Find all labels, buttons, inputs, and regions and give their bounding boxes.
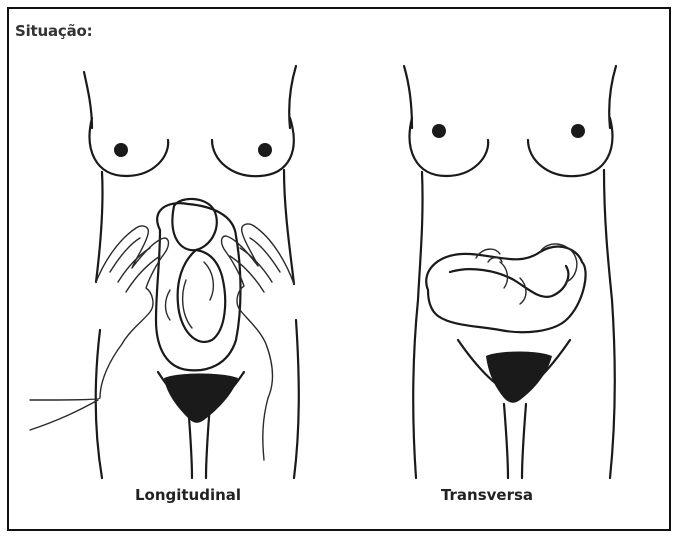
left-leg-outer — [96, 330, 102, 478]
left-leg-outer — [413, 300, 418, 478]
right-breast — [212, 118, 294, 176]
uterus-outline — [156, 203, 241, 370]
pubic-hair — [486, 352, 552, 403]
caption-transversa: Transversa — [397, 486, 577, 504]
longitudinal-illustration — [30, 66, 299, 478]
left-torso-side — [96, 172, 103, 282]
fetus-head — [172, 199, 216, 250]
fetus-body — [178, 250, 226, 342]
right-nipple — [258, 143, 272, 157]
right-breast — [528, 118, 612, 176]
left-nipple — [432, 124, 446, 138]
right-leg-inner — [522, 404, 526, 478]
left-forearm — [30, 400, 98, 430]
right-torso-side — [284, 170, 294, 284]
right-torso-side — [604, 170, 612, 300]
left-breast — [90, 118, 169, 176]
right-leg-outer — [294, 320, 299, 478]
right-nipple — [571, 124, 585, 138]
right-hand — [222, 224, 295, 398]
right-leg-outer — [610, 300, 615, 478]
transversa-illustration — [404, 66, 616, 478]
pubic-hair — [164, 374, 238, 423]
left-leg-inner — [504, 404, 508, 478]
right-forearm — [263, 398, 268, 460]
caption-longitudinal: Longitudinal — [98, 486, 278, 504]
left-torso-side — [418, 172, 423, 300]
fetus-limbs — [166, 262, 214, 328]
left-breast — [410, 118, 489, 176]
fetus-body — [450, 266, 568, 297]
left-nipple — [114, 143, 128, 157]
